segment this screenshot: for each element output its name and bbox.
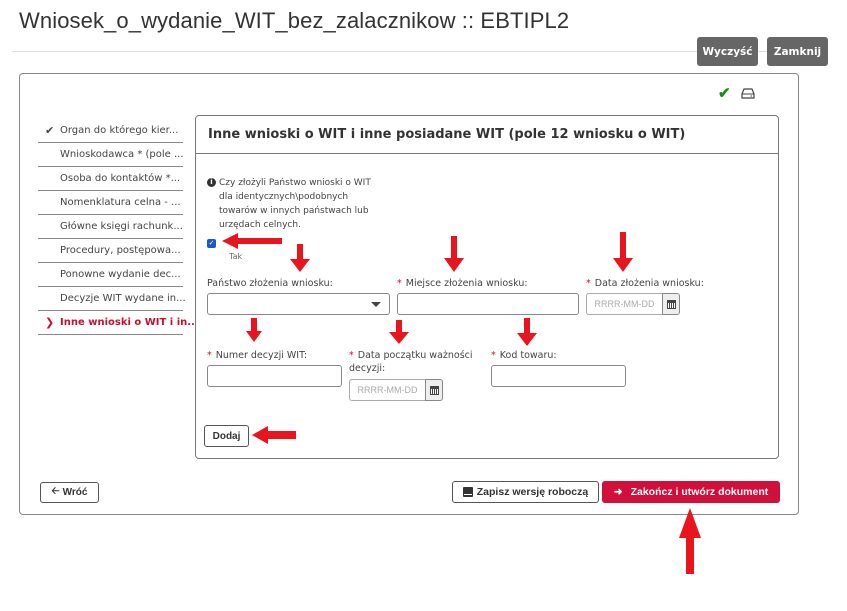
sidebar-item-label: Nomenklatura celna - ... bbox=[60, 197, 181, 208]
clear-button[interactable]: Wyczyść bbox=[697, 37, 758, 66]
sidebar-item-label: Inne wnioski o WIT i in... bbox=[60, 317, 199, 328]
sidebar-item-wit-decisions[interactable]: Decyzje WIT wydane in... bbox=[38, 287, 186, 311]
calendar-button[interactable] bbox=[425, 379, 443, 401]
date-submitted-label: *Data złożenia wniosku: bbox=[586, 278, 704, 289]
country-label: Państwo złożenia wniosku: bbox=[207, 278, 333, 289]
sidebar-item-label: Decyzje WIT wydane in... bbox=[60, 293, 186, 304]
decision-number-input[interactable] bbox=[207, 365, 342, 387]
sidebar-item-label: Organ do którego kier... bbox=[60, 125, 179, 136]
finish-create-document-button[interactable]: ➜ Zakończ i utwórz dokument bbox=[602, 481, 780, 503]
decision-number-label: *Numer decyzji WIT: bbox=[207, 350, 308, 361]
sidebar-item-applicant[interactable]: Wnioskodawca * (pole ... bbox=[38, 143, 184, 167]
annotation-arrow-down bbox=[517, 318, 537, 346]
goods-code-input[interactable] bbox=[491, 365, 626, 387]
annotation-arrow-down bbox=[290, 244, 310, 272]
checkbox-label: Tak bbox=[229, 252, 243, 261]
save-icon bbox=[462, 487, 473, 497]
date-submitted-input[interactable]: RRRR-MM-DD bbox=[586, 293, 662, 315]
close-button[interactable]: Zamknij bbox=[767, 37, 828, 66]
sidebar-item-label: Osoba do kontaktów *... bbox=[60, 173, 181, 184]
info-icon: i bbox=[207, 178, 216, 187]
sidebar-item-organ[interactable]: ✔ Organ do którego kier... bbox=[38, 119, 183, 143]
other-applications-section: Inne wnioski o WIT i inne posiadane WIT … bbox=[195, 115, 779, 459]
calendar-icon bbox=[429, 385, 439, 395]
annotation-arrow-down bbox=[246, 318, 262, 342]
save-draft-button[interactable]: Zapisz wersję roboczą bbox=[452, 481, 599, 503]
goods-code-label: *Kod towaru: bbox=[491, 350, 557, 361]
sidebar-item-label: Ponowne wydanie dec... bbox=[60, 269, 181, 280]
sidebar-item-contact-person[interactable]: Osoba do kontaktów *... bbox=[38, 167, 183, 191]
arrow-right-icon: ➜ bbox=[613, 486, 623, 498]
annotation-arrow-down bbox=[389, 320, 409, 344]
check-icon: ✔ bbox=[45, 124, 55, 137]
check-icon: ✔ bbox=[718, 85, 731, 102]
back-button[interactable]: 🡠 Wróć bbox=[40, 482, 99, 503]
yes-checkbox[interactable]: ✓ bbox=[207, 239, 216, 248]
sidebar-item-label: Główne księgi rachunk... bbox=[60, 221, 183, 232]
place-label: *Miejsce złożenia wniosku: bbox=[397, 278, 528, 289]
validity-start-label: *Data początku ważności decyzji: bbox=[349, 350, 473, 374]
date-submitted-field: RRRR-MM-DD bbox=[586, 293, 680, 315]
section-title: Inne wnioski o WIT i inne posiadane WIT … bbox=[196, 116, 778, 154]
annotation-arrow-left bbox=[222, 233, 282, 249]
place-input[interactable] bbox=[397, 293, 579, 315]
sidebar-item-ledgers[interactable]: Główne księgi rachunk... bbox=[38, 215, 183, 239]
sidebar-item-reissue[interactable]: Ponowne wydanie dec... bbox=[38, 263, 183, 287]
chevron-down-icon bbox=[371, 302, 381, 307]
sidebar-item-label: Procedury, postępowa... bbox=[60, 245, 181, 256]
sidebar-item-procedures[interactable]: Procedury, postępowa... bbox=[38, 239, 183, 263]
validity-start-input[interactable]: RRRR-MM-DD bbox=[349, 379, 425, 401]
sidebar-item-other-applications[interactable]: ❯ Inne wnioski o WIT i in... bbox=[38, 311, 199, 335]
calendar-button[interactable] bbox=[662, 293, 680, 315]
validity-start-field: RRRR-MM-DD bbox=[349, 379, 443, 401]
annotation-arrow-left bbox=[252, 426, 296, 444]
sidebar-item-nomenclature[interactable]: Nomenklatura celna - ... bbox=[38, 191, 183, 215]
annotation-arrow-up bbox=[679, 508, 701, 574]
status-icons: ✔ bbox=[718, 86, 755, 101]
sidebar-item-label: Wnioskodawca * (pole ... bbox=[60, 149, 184, 160]
page-title: Wniosek_o_wydanie_WIT_bez_zalacznikow ::… bbox=[19, 8, 570, 33]
arrow-left-icon: 🡠 bbox=[51, 486, 60, 497]
annotation-arrow-down bbox=[444, 236, 464, 272]
drive-icon[interactable] bbox=[740, 88, 755, 99]
chevron-right-icon: ❯ bbox=[45, 316, 55, 329]
sidebar-nav: ✔ Organ do którego kier... Wnioskodawca … bbox=[38, 119, 199, 335]
annotation-arrow-down bbox=[613, 232, 633, 272]
question-text: i Czy złożyli Państwo wnioski o WIT dla … bbox=[207, 176, 387, 232]
add-button[interactable]: Dodaj bbox=[204, 425, 249, 447]
title-divider bbox=[12, 51, 827, 52]
country-select[interactable] bbox=[207, 293, 390, 315]
calendar-icon bbox=[666, 299, 676, 309]
